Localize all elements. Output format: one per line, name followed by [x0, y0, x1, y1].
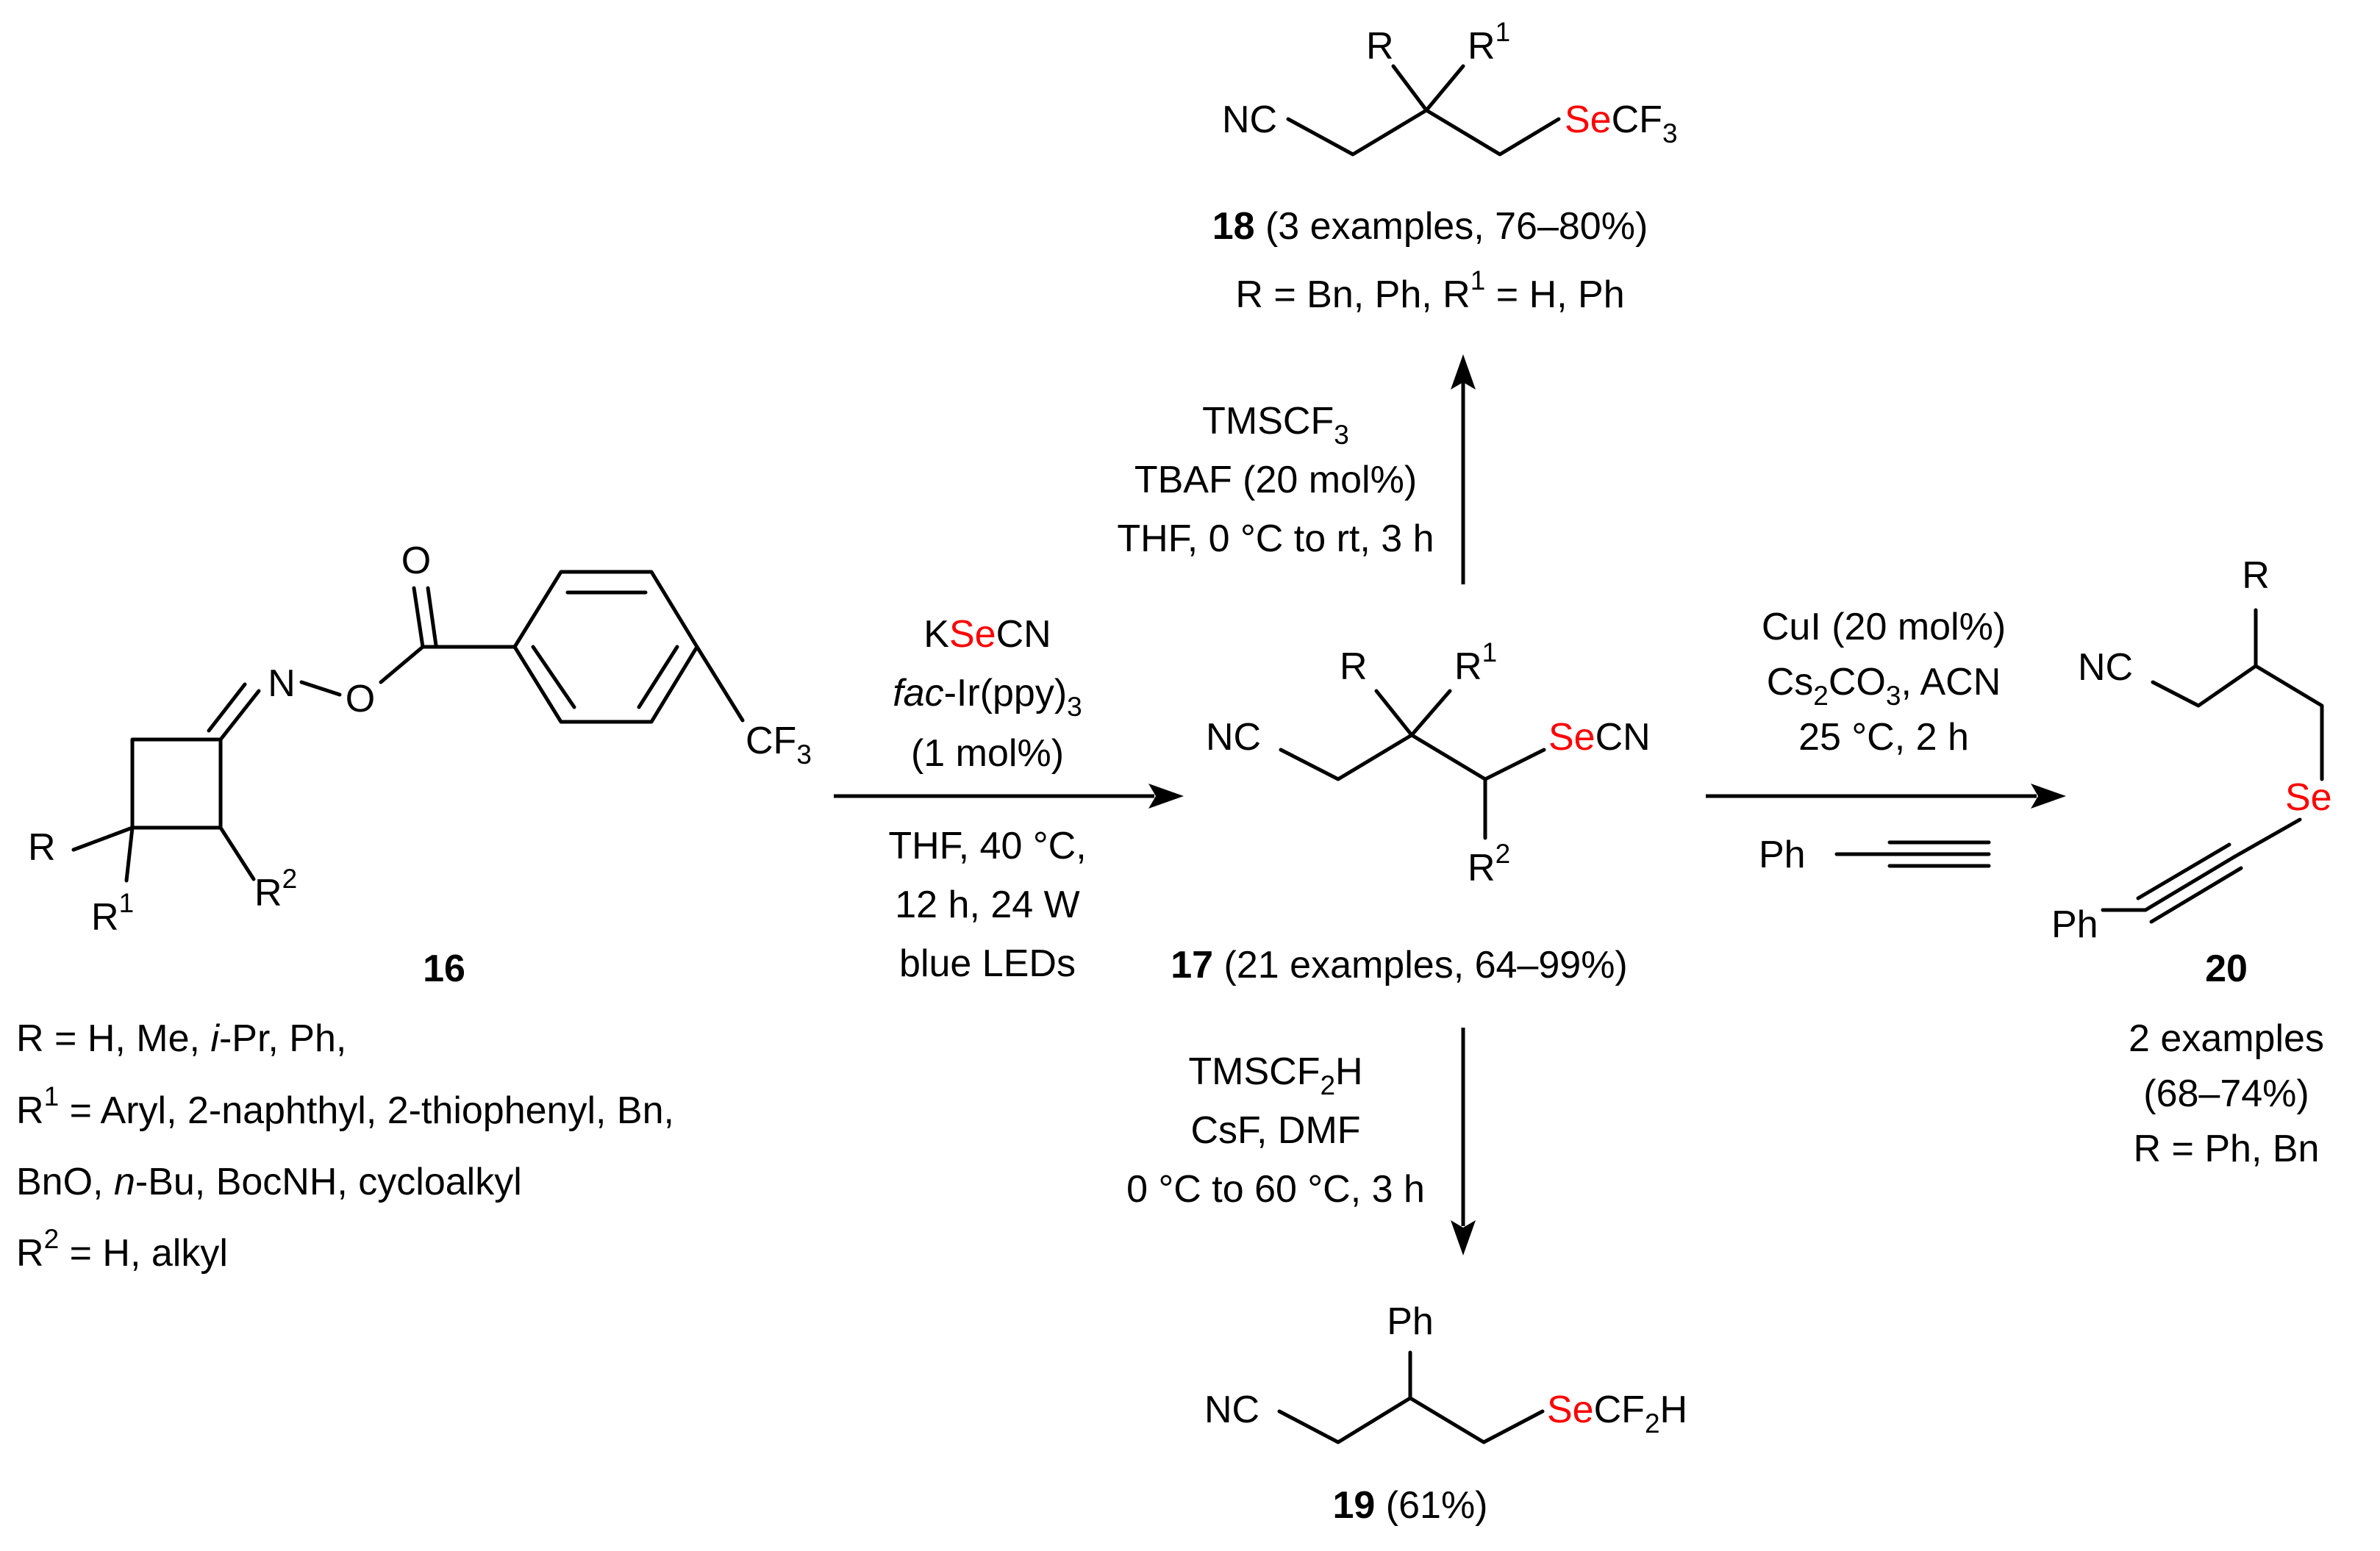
- compound-16-r1-definition: R1 = Aryl, 2-naphthyl, 2-thiophenyl, Bn,: [16, 1081, 674, 1132]
- reagent-loading: (1 mol%): [911, 732, 1064, 775]
- group-nc: NC: [1204, 1389, 1259, 1431]
- reagent-phenylacetylene: Ph: [1759, 834, 1991, 876]
- group-secf2h: SeCF2H: [1547, 1389, 1687, 1439]
- n-o-bond: [299, 680, 342, 697]
- compound-18-caption: 18 (3 examples, 76–80%): [1212, 205, 1648, 248]
- atom-o-ester: O: [346, 678, 375, 720]
- compound-16-number: 16: [423, 948, 465, 990]
- compound-20-structure: NC R Se Ph: [2051, 554, 2332, 946]
- group-ph: Ph: [1387, 1300, 1434, 1343]
- reagent-csf-dmf: CsF, DMF: [1190, 1109, 1360, 1152]
- alkyne-bonds: [1834, 840, 1991, 868]
- compound-19-caption: 19 (61%): [1333, 1484, 1488, 1527]
- aryl-cf3-bond: [695, 645, 745, 723]
- group-nc: NC: [2078, 646, 2133, 689]
- reagent-kseCN: KSeCN: [923, 613, 1051, 656]
- group-nc: NC: [1206, 716, 1261, 759]
- atom-r1: R1: [1468, 17, 1510, 68]
- arrow-16-to-17: [834, 784, 1184, 809]
- reagent-tbaf: TBAF (20 mol%): [1134, 459, 1417, 501]
- backbone-19: [1277, 1396, 1545, 1444]
- compound-20-r-definition: R = Ph, Bn: [2134, 1128, 2320, 1170]
- benzene-inner-bonds: [531, 590, 679, 709]
- reagent-tmscf3: TMSCF3: [1202, 400, 1349, 450]
- reagent-photocatalyst: fac-Ir(ppy)3: [893, 672, 1082, 722]
- condition-solvent-temp: THF, 40 °C,: [888, 825, 1086, 867]
- compound-20-examples: 2 examples: [2129, 1017, 2324, 1060]
- cyclobutane-ring: [130, 737, 223, 830]
- c3-r-bond: [71, 825, 135, 852]
- atom-r: R: [28, 826, 56, 869]
- condition-19: 0 °C to 60 °C, 3 h: [1126, 1168, 1425, 1211]
- carbonyl-double-bond: [412, 586, 438, 649]
- arrow-17-to-20: [1706, 784, 2066, 809]
- arrow-17-to-19: [1451, 1028, 1476, 1256]
- compound-16-structure: O N O CF3 R R1 R2: [28, 540, 812, 939]
- compound-16-r-definition: R = H, Me, i-Pr, Ph,: [16, 1017, 346, 1060]
- se-alkyne-bond: [2233, 817, 2302, 859]
- c-r-bond-17: [1374, 689, 1414, 737]
- atom-r2: R2: [1468, 839, 1510, 889]
- compound-18-structure: NC R R1 SeCF3: [1222, 17, 1678, 157]
- imine-double-bond: [207, 682, 261, 742]
- group-ph: Ph: [2051, 903, 2098, 946]
- c-r1-bond-18: [1424, 64, 1465, 112]
- backbone-17: [1279, 733, 1546, 781]
- atom-r1: R1: [1454, 637, 1497, 688]
- c2-r2-bond: [218, 825, 256, 881]
- compound-20-yield: (68–74%): [2143, 1072, 2309, 1115]
- backbone-18: [1286, 108, 1561, 157]
- atom-r: R: [1340, 645, 1368, 688]
- c-r1-bond-17: [1409, 689, 1452, 737]
- ester-bond: [379, 645, 425, 684]
- backbone-20: [2151, 664, 2324, 781]
- group-cf3: CF3: [746, 720, 812, 770]
- group-secn: SeCN: [1548, 716, 1651, 759]
- benzene-ring: [512, 570, 699, 724]
- compound-20-number: 20: [2205, 948, 2248, 990]
- group-secf3: SeCF3: [1565, 98, 1678, 148]
- condition-20: 25 °C, 2 h: [1798, 716, 1969, 759]
- atom-r2: R2: [254, 864, 297, 914]
- atom-r: R: [1366, 25, 1394, 68]
- atom-se: Se: [2285, 776, 2332, 819]
- reagent-tmscf2h: TMSCF2H: [1188, 1050, 1362, 1100]
- group-ph: Ph: [1759, 834, 1806, 876]
- reagent-cui: CuI (20 mol%): [1762, 606, 2006, 648]
- condition-18: THF, 0 °C to rt, 3 h: [1117, 517, 1434, 560]
- atom-r: R: [2242, 554, 2270, 597]
- alkyne-triple-bond: [2136, 842, 2243, 924]
- atom-r1: R1: [91, 888, 134, 939]
- compound-16-r1-definition-cont: BnO, n-Bu, BocNH, cycloalkyl: [16, 1161, 522, 1203]
- atom-o-carbonyl: O: [401, 540, 431, 582]
- compound-19-structure: NC Ph SeCF2H: [1204, 1300, 1687, 1444]
- c-r-bond-18: [1391, 64, 1429, 112]
- compound-17-caption: 17 (21 examples, 64–99%): [1171, 944, 1628, 986]
- compound-16-r2-definition: R2 = H, alkyl: [16, 1224, 228, 1275]
- reagent-cs2co3-acn: Cs2CO3, ACN: [1767, 661, 2001, 711]
- compound-18-r-definition: R = Bn, Ph, R1 = H, Ph: [1235, 265, 1624, 316]
- arrow-17-to-18: [1451, 354, 1476, 584]
- condition-time-power: 12 h, 24 W: [895, 884, 1079, 926]
- condition-light: blue LEDs: [899, 942, 1076, 985]
- compound-17-structure: NC R R1 SeCN R2: [1206, 637, 1651, 889]
- group-nc: NC: [1222, 98, 1277, 141]
- c3-r1-bond: [124, 825, 135, 883]
- atom-n: N: [268, 662, 296, 705]
